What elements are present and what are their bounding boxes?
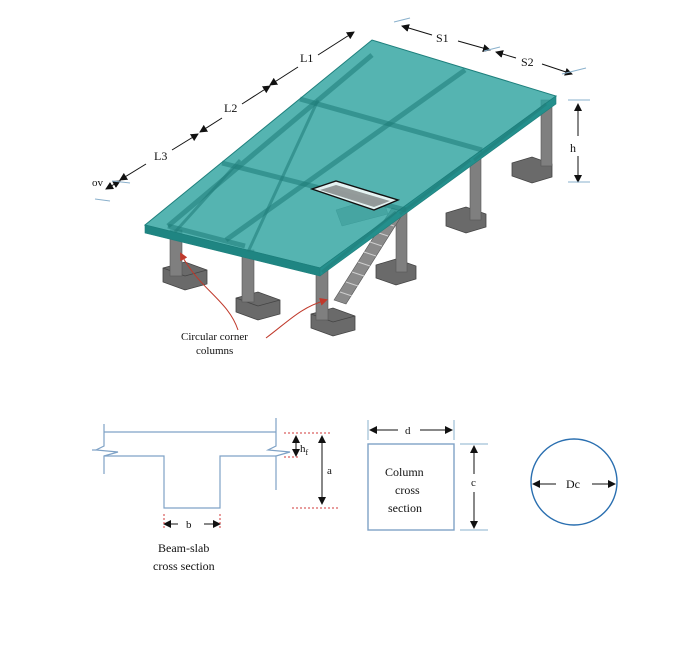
dim-l1-label: L1 bbox=[300, 51, 313, 65]
dim-l3-label: L3 bbox=[154, 149, 167, 163]
annotation-line1: Circular corner bbox=[181, 331, 248, 343]
beam-caption-line1: Beam-slab bbox=[158, 541, 209, 555]
beam-a-label: a bbox=[327, 465, 332, 477]
column-corner-3 bbox=[315, 267, 329, 321]
column-text-line2: cross bbox=[395, 483, 420, 497]
dim-s2-label: S2 bbox=[521, 55, 534, 69]
beam-section-dims bbox=[163, 435, 326, 528]
circular-column-section bbox=[530, 438, 618, 526]
dim-l2-label: L2 bbox=[224, 101, 237, 115]
beam-section-ticks bbox=[163, 432, 340, 530]
dim-ov-label: ov bbox=[92, 177, 104, 189]
column-section-dims bbox=[369, 426, 478, 529]
column-c-label: c bbox=[471, 477, 476, 489]
dimension-lines bbox=[105, 24, 582, 190]
dim-s1-label: S1 bbox=[436, 31, 449, 45]
column-d-label: d bbox=[405, 425, 411, 437]
circular-dc-label: Dc bbox=[566, 477, 580, 491]
extension-lines bbox=[94, 17, 590, 202]
beam-hf-label: hf bbox=[300, 443, 309, 457]
column-text-line1: Column bbox=[385, 465, 424, 479]
column-section-box bbox=[367, 443, 455, 531]
column-5 bbox=[469, 157, 482, 221]
beam-b-label: b bbox=[186, 519, 192, 531]
corner-column-annotation-arrows bbox=[180, 252, 328, 339]
slab bbox=[143, 39, 558, 277]
annotation-line2: columns bbox=[196, 345, 233, 357]
beam-caption-line2: cross section bbox=[153, 559, 215, 573]
column-text-line3: section bbox=[388, 501, 422, 515]
footing-1 bbox=[162, 261, 208, 291]
dim-h-label: h bbox=[570, 141, 576, 155]
beam-slab-section bbox=[92, 418, 291, 509]
column-section-ticks bbox=[367, 420, 488, 531]
